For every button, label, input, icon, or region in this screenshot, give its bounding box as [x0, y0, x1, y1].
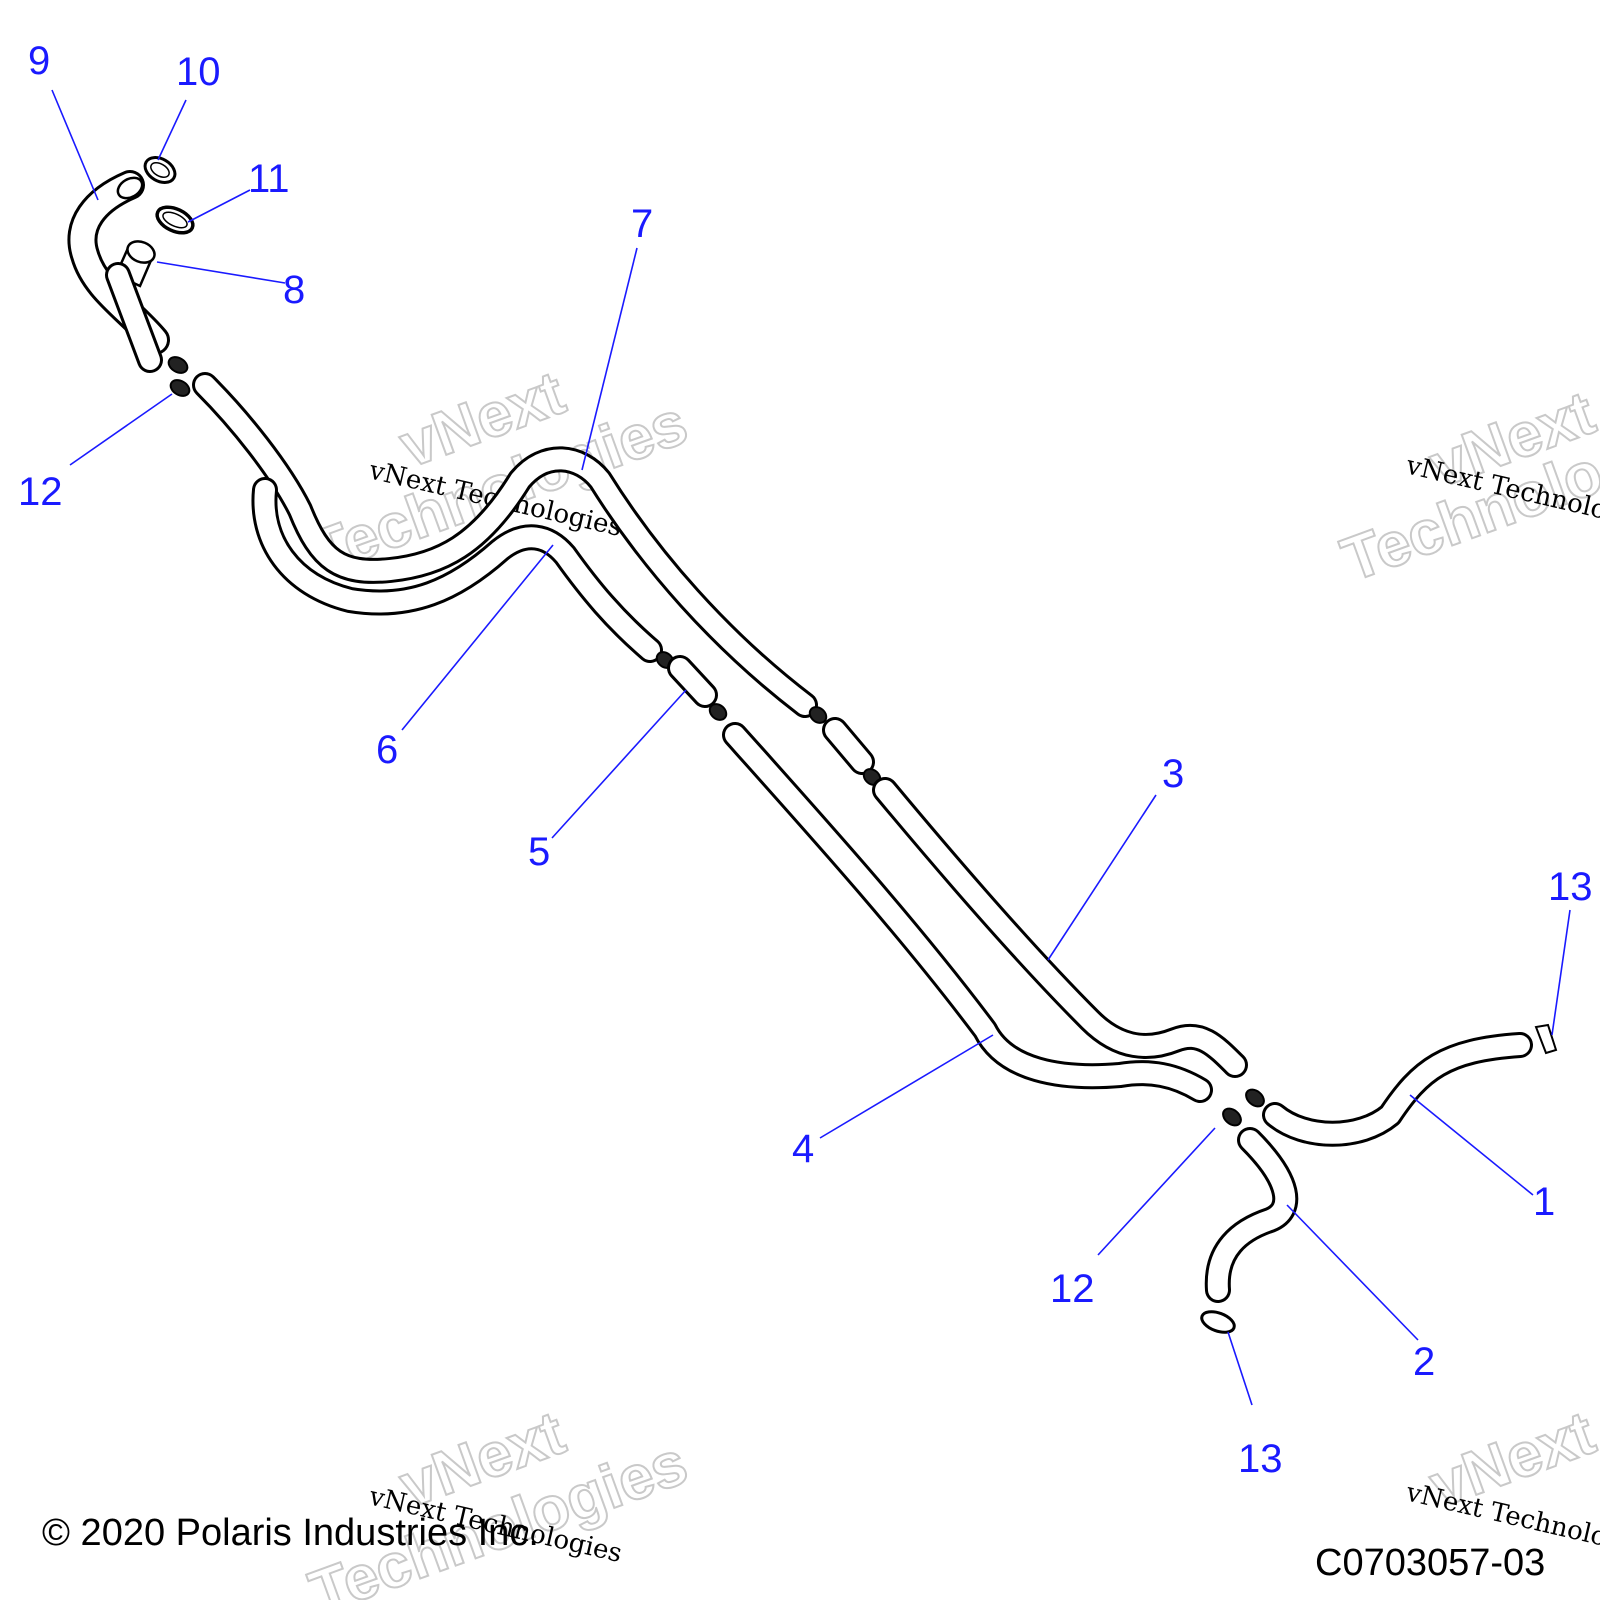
leader-12a	[69, 393, 173, 466]
callout-13-right: 13	[1548, 865, 1593, 909]
part-6-hose	[251, 477, 663, 663]
part-5-coupler-upper	[808, 706, 882, 786]
part-3-hose	[872, 777, 1248, 1078]
callout-6: 6	[376, 728, 398, 772]
part-4-hose	[722, 722, 1213, 1103]
watermark-bottom-left: vNext Technologies vNext Technologies	[300, 1398, 697, 1600]
callout-7: 7	[631, 202, 653, 246]
callout-2: 2	[1413, 1340, 1435, 1384]
leader-12b	[1097, 1127, 1216, 1256]
leader-1	[1409, 1094, 1534, 1196]
callout-8: 8	[283, 268, 305, 312]
leader-13a	[1551, 909, 1571, 1036]
callout-9: 9	[28, 39, 50, 83]
part-13-clamp-bottom	[1200, 1310, 1236, 1334]
leader-10	[157, 99, 187, 161]
watermark-top-right: vNext Technologies vNext Technologies	[1332, 378, 1600, 597]
part-7-hose	[192, 372, 818, 718]
leader-lines	[51, 89, 1571, 1406]
callout-12-bottom: 12	[1050, 1267, 1095, 1311]
leader-11	[187, 189, 251, 223]
leader-7	[581, 247, 638, 471]
callout-13-bottom: 13	[1238, 1437, 1283, 1481]
copyright-text: © 2020 Polaris Industries Inc.	[42, 1512, 539, 1554]
leader-6	[401, 544, 554, 731]
part-13-clamp-right	[1534, 1023, 1558, 1055]
leader-5	[551, 689, 687, 839]
callout-1: 1	[1533, 1180, 1555, 1224]
part-11-clamp	[155, 205, 195, 235]
part-10-clamp	[143, 156, 177, 184]
callout-3: 3	[1162, 752, 1184, 796]
leader-13b	[1227, 1331, 1253, 1406]
drawing-number: C0703057-03	[1315, 1542, 1545, 1584]
leader-9	[51, 89, 99, 201]
part-5-coupler	[655, 651, 728, 721]
leader-8	[156, 261, 286, 284]
leader-3	[1047, 794, 1157, 961]
callout-12-top: 12	[18, 470, 63, 514]
callout-11: 11	[248, 157, 290, 201]
callout-4: 4	[792, 1127, 814, 1171]
callout-10: 10	[176, 50, 221, 94]
part-8-coupler	[105, 240, 163, 373]
part-1-hose	[1262, 1032, 1533, 1147]
leader-2	[1286, 1204, 1419, 1341]
callout-labels: 1 2 3 4 5 6 7 8 9 10 11 12 12 13 13	[18, 39, 1593, 1481]
part-12-clamp-top	[167, 356, 191, 397]
watermark-bottom-right: vNext vNext Technologies	[1402, 1398, 1600, 1565]
leader-4	[819, 1034, 994, 1139]
part-12-clamp-bottom	[1222, 1088, 1265, 1127]
callout-5: 5	[528, 830, 550, 874]
part-2-hose	[1204, 1127, 1299, 1303]
